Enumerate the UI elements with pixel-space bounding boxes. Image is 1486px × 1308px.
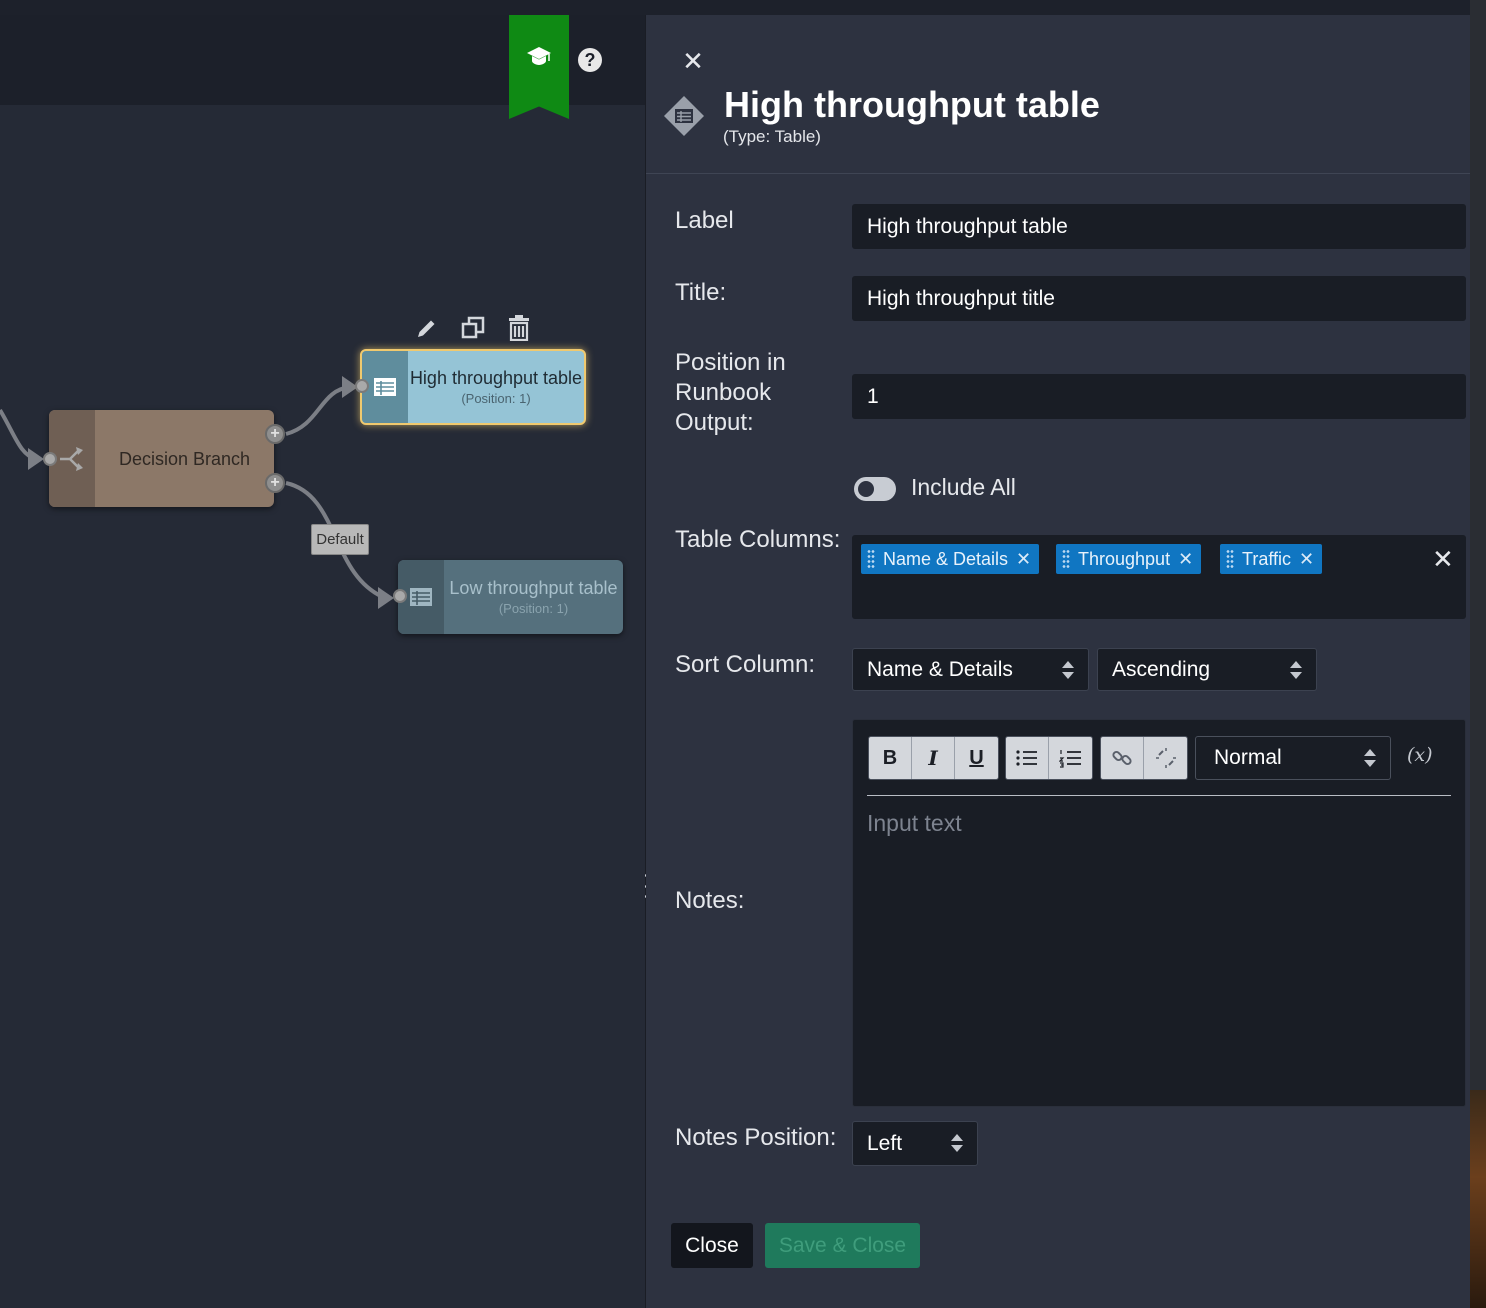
- node-label: High throughput table: [409, 368, 583, 388]
- duplicate-icon[interactable]: [460, 315, 486, 341]
- background-image: [1470, 1090, 1486, 1308]
- sort-order-select[interactable]: Ascending: [1097, 648, 1317, 691]
- node-input-port[interactable]: [393, 589, 407, 603]
- node-label: Decision Branch: [118, 448, 251, 469]
- add-branch-icon[interactable]: +: [265, 424, 285, 444]
- unlink-icon: [1155, 748, 1176, 768]
- italic-button[interactable]: I: [912, 737, 955, 779]
- notes-label: Notes:: [675, 887, 745, 914]
- insert-variable-button[interactable]: (x): [1407, 744, 1433, 766]
- branch-icon: [60, 446, 83, 471]
- sort-column-value: Name & Details: [867, 657, 1013, 681]
- heading-format-select[interactable]: Normal: [1195, 736, 1391, 780]
- notes-position-label: Notes Position:: [675, 1124, 837, 1151]
- position-input[interactable]: 1: [852, 374, 1466, 419]
- table-icon: [410, 588, 432, 606]
- position-field-label: Position in Runbook Output:: [675, 349, 786, 436]
- table-columns-label: Table Columns:: [675, 526, 841, 553]
- unlink-button[interactable]: [1144, 737, 1187, 779]
- table-icon: [374, 378, 396, 396]
- node-input-port[interactable]: [43, 452, 57, 466]
- select-arrows-icon: [1062, 661, 1074, 679]
- edge-default-label[interactable]: Default: [311, 524, 369, 555]
- select-arrows-icon: [1290, 661, 1302, 679]
- drag-handle-icon[interactable]: [1062, 549, 1070, 569]
- notes-text-area[interactable]: Input text: [867, 810, 962, 836]
- table-node-icon: [664, 96, 704, 136]
- editor-toolbar-divider: [867, 795, 1451, 796]
- link-format-group: [1100, 736, 1188, 780]
- table-columns-multiselect[interactable]: Name & Details ✕ Throughput ✕ Traffic ✕: [852, 535, 1466, 619]
- clear-columns-icon[interactable]: ✕: [1432, 544, 1454, 574]
- close-panel-icon[interactable]: ✕: [682, 46, 704, 76]
- underline-button[interactable]: U: [969, 746, 984, 769]
- top-strip: [0, 0, 1486, 15]
- sort-order-value: Ascending: [1112, 657, 1211, 681]
- column-tag-label: Name & Details: [883, 548, 1009, 569]
- notes-position-value: Left: [867, 1131, 903, 1155]
- column-tag[interactable]: Traffic ✕: [1220, 544, 1323, 574]
- numbered-list-button[interactable]: [1049, 737, 1092, 779]
- include-all-label: Include All: [911, 474, 1016, 500]
- low-throughput-table-node[interactable]: Low throughput table (Position: 1): [398, 560, 623, 634]
- title-field-label: Title:: [675, 279, 727, 306]
- high-throughput-table-node[interactable]: High throughput table (Position: 1): [360, 349, 586, 425]
- heading-format-value: Normal: [1214, 746, 1282, 769]
- text-format-group: B I U: [868, 736, 999, 780]
- remove-tag-icon[interactable]: ✕: [1299, 548, 1315, 569]
- node-label: Low throughput table: [449, 578, 618, 598]
- panel-title: High throughput table: [724, 84, 1100, 125]
- panel-splitter[interactable]: [645, 15, 646, 1308]
- toggle-knob: [858, 481, 874, 497]
- numbered-list-icon: [1058, 750, 1081, 768]
- sort-column-select[interactable]: Name & Details: [852, 648, 1089, 691]
- node-position: (Position: 1): [498, 601, 569, 616]
- select-arrows-icon: [1364, 749, 1376, 767]
- help-button[interactable]: ?: [578, 48, 602, 72]
- header-divider: [646, 173, 1470, 174]
- node-icon-area: [362, 351, 408, 423]
- sort-column-label: Sort Column:: [675, 651, 816, 678]
- bold-button[interactable]: B: [869, 737, 912, 779]
- column-tag-label: Traffic: [1242, 548, 1292, 569]
- notes-position-select[interactable]: Left: [852, 1121, 978, 1166]
- node-position: (Position: 1): [461, 391, 531, 406]
- column-tag[interactable]: Name & Details ✕: [861, 544, 1040, 574]
- tutorial-bookmark-button[interactable]: [509, 15, 569, 119]
- node-input-port[interactable]: [355, 379, 369, 393]
- link-button[interactable]: [1101, 737, 1144, 779]
- drag-handle-icon[interactable]: [867, 549, 875, 569]
- add-branch-icon[interactable]: +: [265, 473, 285, 493]
- column-tag[interactable]: Throughput ✕: [1056, 544, 1202, 574]
- scrollbar-gutter: [1470, 0, 1486, 1308]
- delete-trash-icon[interactable]: [506, 315, 532, 341]
- label-field-label: Label: [675, 207, 734, 234]
- panel-subtitle: (Type: Table): [723, 127, 821, 146]
- node-actions: [414, 315, 532, 341]
- runbook-canvas[interactable]: ?: [0, 15, 645, 1308]
- bullet-list-button[interactable]: [1006, 737, 1049, 779]
- graduation-cap-icon: [527, 47, 551, 65]
- link-icon: [1112, 750, 1132, 766]
- edit-pencil-icon[interactable]: [414, 315, 440, 341]
- remove-tag-icon[interactable]: ✕: [1178, 548, 1194, 569]
- column-tag-label: Throughput: [1078, 548, 1171, 569]
- close-button[interactable]: Close: [671, 1223, 753, 1268]
- remove-tag-icon[interactable]: ✕: [1016, 548, 1032, 569]
- label-input[interactable]: High throughput table: [852, 204, 1466, 249]
- save-and-close-button[interactable]: Save & Close: [765, 1223, 920, 1268]
- select-arrows-icon: [951, 1134, 963, 1152]
- list-format-group: [1005, 736, 1093, 780]
- drag-handle-icon[interactable]: [1226, 549, 1234, 569]
- include-all-toggle[interactable]: [854, 477, 896, 501]
- notes-rich-text-editor[interactable]: B I U Normal (x) Input text: [852, 719, 1466, 1107]
- bullet-list-icon: [1016, 750, 1037, 766]
- title-input[interactable]: High throughput title: [852, 276, 1466, 321]
- decision-branch-node[interactable]: Decision Branch: [49, 410, 274, 507]
